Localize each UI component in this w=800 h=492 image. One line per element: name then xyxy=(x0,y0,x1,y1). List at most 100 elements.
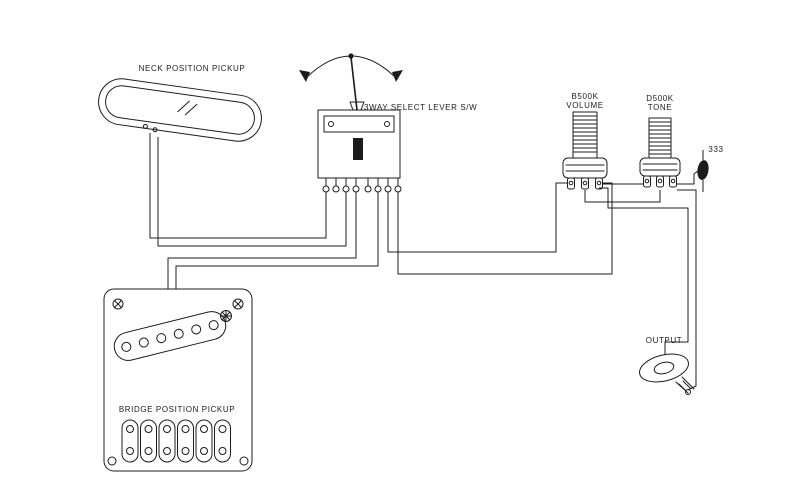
bridge-pickup xyxy=(113,311,227,361)
bridge-pickup-label: BRIDGE POSITION PICKUP xyxy=(119,405,235,414)
tone-lug xyxy=(656,175,664,188)
tone-lug xyxy=(643,175,651,188)
screw-icon xyxy=(107,456,117,466)
tone-pot: D500K TONE xyxy=(639,94,681,188)
tone-body xyxy=(639,157,681,177)
pole-piece xyxy=(156,333,167,344)
volume-lugs xyxy=(567,177,603,190)
wire xyxy=(157,137,347,247)
volume-pot: B500K VOLUME xyxy=(562,92,608,190)
capacitor: 333 xyxy=(697,145,723,192)
bridge-pickup-bobbin xyxy=(113,311,227,361)
saddle xyxy=(177,419,194,463)
tone-lug xyxy=(669,175,677,188)
switch-lever-tip xyxy=(348,53,354,59)
volume-shaft-ribs xyxy=(572,115,598,153)
switch-lug xyxy=(364,185,372,193)
selector-switch: 3WAY SELECT LEVER S/W xyxy=(299,53,477,193)
volume-shaft xyxy=(572,111,598,159)
switch-lug xyxy=(342,185,350,193)
switch-lug xyxy=(352,185,360,193)
switch-lug xyxy=(384,185,392,193)
capacitor-label: 333 xyxy=(708,145,723,154)
wire xyxy=(149,133,327,239)
output-jack-thread xyxy=(675,376,695,394)
volume-body xyxy=(562,157,608,179)
volume-lug-hole xyxy=(596,180,602,186)
capacitor-body xyxy=(697,160,709,180)
tone-lugs xyxy=(643,175,677,188)
wire xyxy=(175,192,379,289)
saddle xyxy=(195,419,213,463)
switch-lever xyxy=(350,56,358,111)
screw-icon xyxy=(232,298,244,310)
tone-lug-hole xyxy=(644,178,650,184)
switch-body-slot xyxy=(323,115,395,133)
output-jack-hole xyxy=(653,361,675,375)
pole-piece xyxy=(121,341,132,352)
saddle xyxy=(214,419,231,463)
tone-name-label: TONE xyxy=(648,103,672,112)
switch-terminals xyxy=(322,177,402,193)
neck-wire-exit-1 xyxy=(142,123,148,129)
switch-lug xyxy=(322,185,330,193)
screw-icon xyxy=(112,298,124,310)
bridge-assembly: BRIDGE POSITION PICKUP xyxy=(103,288,253,472)
pole-piece xyxy=(173,328,184,339)
volume-body-lines xyxy=(565,164,605,172)
volume-value-label: B500K xyxy=(571,92,598,101)
bridge-saddles xyxy=(121,419,231,463)
pole-piece xyxy=(138,337,149,348)
pole-piece xyxy=(191,324,202,335)
bridge-plate xyxy=(103,288,253,472)
switch-lug xyxy=(374,185,382,193)
star-screw-slots-icon xyxy=(220,310,232,322)
neck-wire-exit-2 xyxy=(152,127,158,133)
switch-contact-block xyxy=(353,138,363,160)
neck-pickup-inner xyxy=(105,85,255,135)
wire xyxy=(397,182,613,275)
output-label: OUTPUT xyxy=(646,336,683,345)
wire xyxy=(677,169,700,185)
switch-label: 3WAY SELECT LEVER S/W xyxy=(364,103,477,112)
wire xyxy=(677,189,697,391)
wire xyxy=(599,187,689,355)
tone-body-lines xyxy=(642,163,678,171)
tone-lug-hole xyxy=(657,178,663,184)
tone-value-label: D500K xyxy=(646,94,674,103)
switch-arrow-right-icon xyxy=(392,70,403,82)
bridge-plate-screws xyxy=(107,298,249,466)
switch-lug xyxy=(394,185,402,193)
switch-body xyxy=(317,109,401,179)
wire xyxy=(387,182,567,253)
neck-pickup-cover xyxy=(98,78,262,142)
volume-lug-hole xyxy=(582,180,588,186)
switch-lug xyxy=(332,185,340,193)
wires xyxy=(149,133,700,391)
pole-piece xyxy=(208,320,219,331)
neck-pickup-label: NECK POSITION PICKUP xyxy=(139,64,246,73)
neck-pickup-slash-icon xyxy=(177,100,198,116)
screw-slot-icon xyxy=(114,300,122,308)
output-jack-flange xyxy=(639,353,689,383)
volume-lug xyxy=(581,177,589,190)
wire xyxy=(584,190,661,203)
volume-name-label: VOLUME xyxy=(566,101,603,110)
saddle xyxy=(140,419,157,463)
saddle xyxy=(158,419,176,463)
switch-arrow-left-icon xyxy=(299,70,310,82)
wire xyxy=(167,192,357,289)
tone-lug-hole xyxy=(670,178,676,184)
screw-icon xyxy=(239,456,249,466)
screw-slot-icon xyxy=(234,300,242,308)
switch-screw-right xyxy=(384,121,390,127)
saddle xyxy=(121,419,139,463)
volume-lug-hole xyxy=(568,180,574,186)
volume-lug xyxy=(595,177,603,190)
tone-shaft-ribs xyxy=(648,121,672,155)
switch-screw-left xyxy=(328,121,334,127)
neck-position-pickup: NECK POSITION PICKUP xyxy=(98,64,262,142)
switch-terminal-stems xyxy=(325,177,399,187)
